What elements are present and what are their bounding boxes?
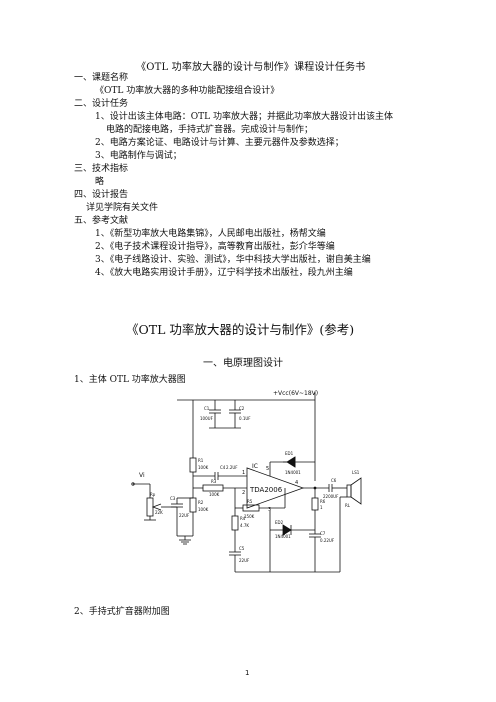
figure-2-label: 2、手持式扩音器附加图 bbox=[74, 607, 170, 617]
r5-value: 150K bbox=[244, 514, 255, 519]
r1-label: R1 bbox=[198, 458, 204, 463]
c4-value: 2.2UF bbox=[226, 465, 238, 470]
part1-heading: 一、电原理图设计 bbox=[203, 358, 283, 369]
d2-value: 1N4001 bbox=[275, 534, 291, 539]
sec2-item2: 2、电路方案论证、电路设计与计算、主要元器件及参数选择； bbox=[95, 138, 344, 148]
figure-1-label: 1、主体 OTL 功率放大器图 bbox=[74, 375, 186, 385]
r1-value: 100K bbox=[198, 465, 209, 470]
sec3-heading: 三、技术指标 bbox=[74, 164, 129, 174]
rp-value: 22K bbox=[155, 510, 163, 515]
c6-label: C6 bbox=[331, 478, 337, 483]
reference-4: 4、《放大电路实用设计手册》，辽宁科学技术出版社，段九州主编 bbox=[95, 268, 353, 278]
pin1-label: 1 bbox=[242, 470, 245, 476]
page-number: 1 bbox=[245, 669, 250, 677]
ic-label: IC bbox=[252, 463, 258, 470]
pin5-label: 5 bbox=[266, 466, 269, 472]
c5-value: 22UF bbox=[239, 558, 250, 563]
c4-label: C4 bbox=[220, 465, 226, 470]
pin3-label: 3 bbox=[268, 507, 271, 513]
speaker-label: LS1 bbox=[352, 470, 360, 475]
vcc-label: +Vcc(6V~18V) bbox=[273, 390, 318, 397]
r3-value: 100K bbox=[209, 492, 220, 497]
r4-label: R4 bbox=[240, 516, 246, 521]
c2-label: C2 bbox=[239, 406, 245, 411]
pin4-label: 4 bbox=[295, 480, 298, 486]
sec1-heading: 一、课题名称 bbox=[74, 73, 129, 83]
d1-value: 1N4001 bbox=[285, 470, 301, 475]
c7-label: C7 bbox=[320, 531, 326, 536]
c1-label: C1 bbox=[204, 406, 210, 411]
sec2-item3: 3、电路制作与调试； bbox=[95, 151, 182, 161]
c6-value: 2200UF bbox=[323, 494, 339, 499]
c2-value: 0.1UF bbox=[239, 416, 251, 421]
sec3-body: 略 bbox=[95, 177, 105, 187]
d1-label: ED1 bbox=[285, 451, 294, 456]
sec2-item1: 1、设计出该主体电路：OTL 功率放大器；并据此功率放大器设计出该主体 bbox=[95, 112, 393, 122]
input-label: Vi bbox=[139, 472, 145, 479]
r3-label: R3 bbox=[211, 479, 217, 484]
sec2-item1-cont: 电路的配接电路，手持式扩音器。完成设计与制作； bbox=[106, 125, 314, 135]
rl-label: RL bbox=[345, 503, 351, 508]
r6-label: R6 bbox=[320, 499, 326, 504]
sec4-body: 详见学院有关文件 bbox=[86, 203, 159, 213]
c3-label: C3 bbox=[170, 496, 176, 501]
sec4-heading: 四、设计报告 bbox=[74, 190, 129, 200]
c5-label: C5 bbox=[239, 546, 245, 551]
ic-type: TDA2006 bbox=[249, 486, 283, 494]
r2-label: R2 bbox=[198, 500, 204, 505]
reference-1: 1、《新型功率放大电路集锦》，人民邮电出版社，杨帮文编 bbox=[95, 229, 326, 239]
rp-label: Rp bbox=[150, 492, 156, 497]
r6-value: 1 bbox=[320, 505, 323, 510]
reference-3: 3、《电子线路设计、实验、测试》，华中科技大学出版社，谢自美主编 bbox=[95, 255, 371, 265]
doc-title: 《OTL 功率放大器的设计与制作》课程设计任务书 bbox=[136, 62, 366, 73]
c3-value: 22UF bbox=[179, 513, 190, 518]
d2-label: ED2 bbox=[275, 520, 284, 525]
reference-2: 2、《电子技术课程设计指导》，高等教育出版社，彭介华等编 bbox=[95, 242, 335, 252]
r4-value: 4.7K bbox=[240, 523, 249, 528]
otl-amplifier-schematic: +Vcc(6V~18V) C1 100UF C2 0.1UF R1 100K C… bbox=[131, 390, 362, 573]
c1-value: 100UF bbox=[200, 416, 214, 421]
r5-label: R5 bbox=[247, 499, 253, 504]
sec2-heading: 二、设计任务 bbox=[74, 99, 129, 109]
c7-value: 0.22UF bbox=[320, 538, 335, 543]
sec5-heading: 五、参考文献 bbox=[74, 216, 129, 226]
r2-value: 100K bbox=[198, 507, 209, 512]
sec1-body: 《OTL 功率放大器的多种功能配接组合设计》 bbox=[95, 86, 280, 96]
pin2-label: 2 bbox=[242, 490, 245, 496]
reference-title: 《OTL 功率放大器的设计与制作》(参考) bbox=[126, 322, 355, 337]
